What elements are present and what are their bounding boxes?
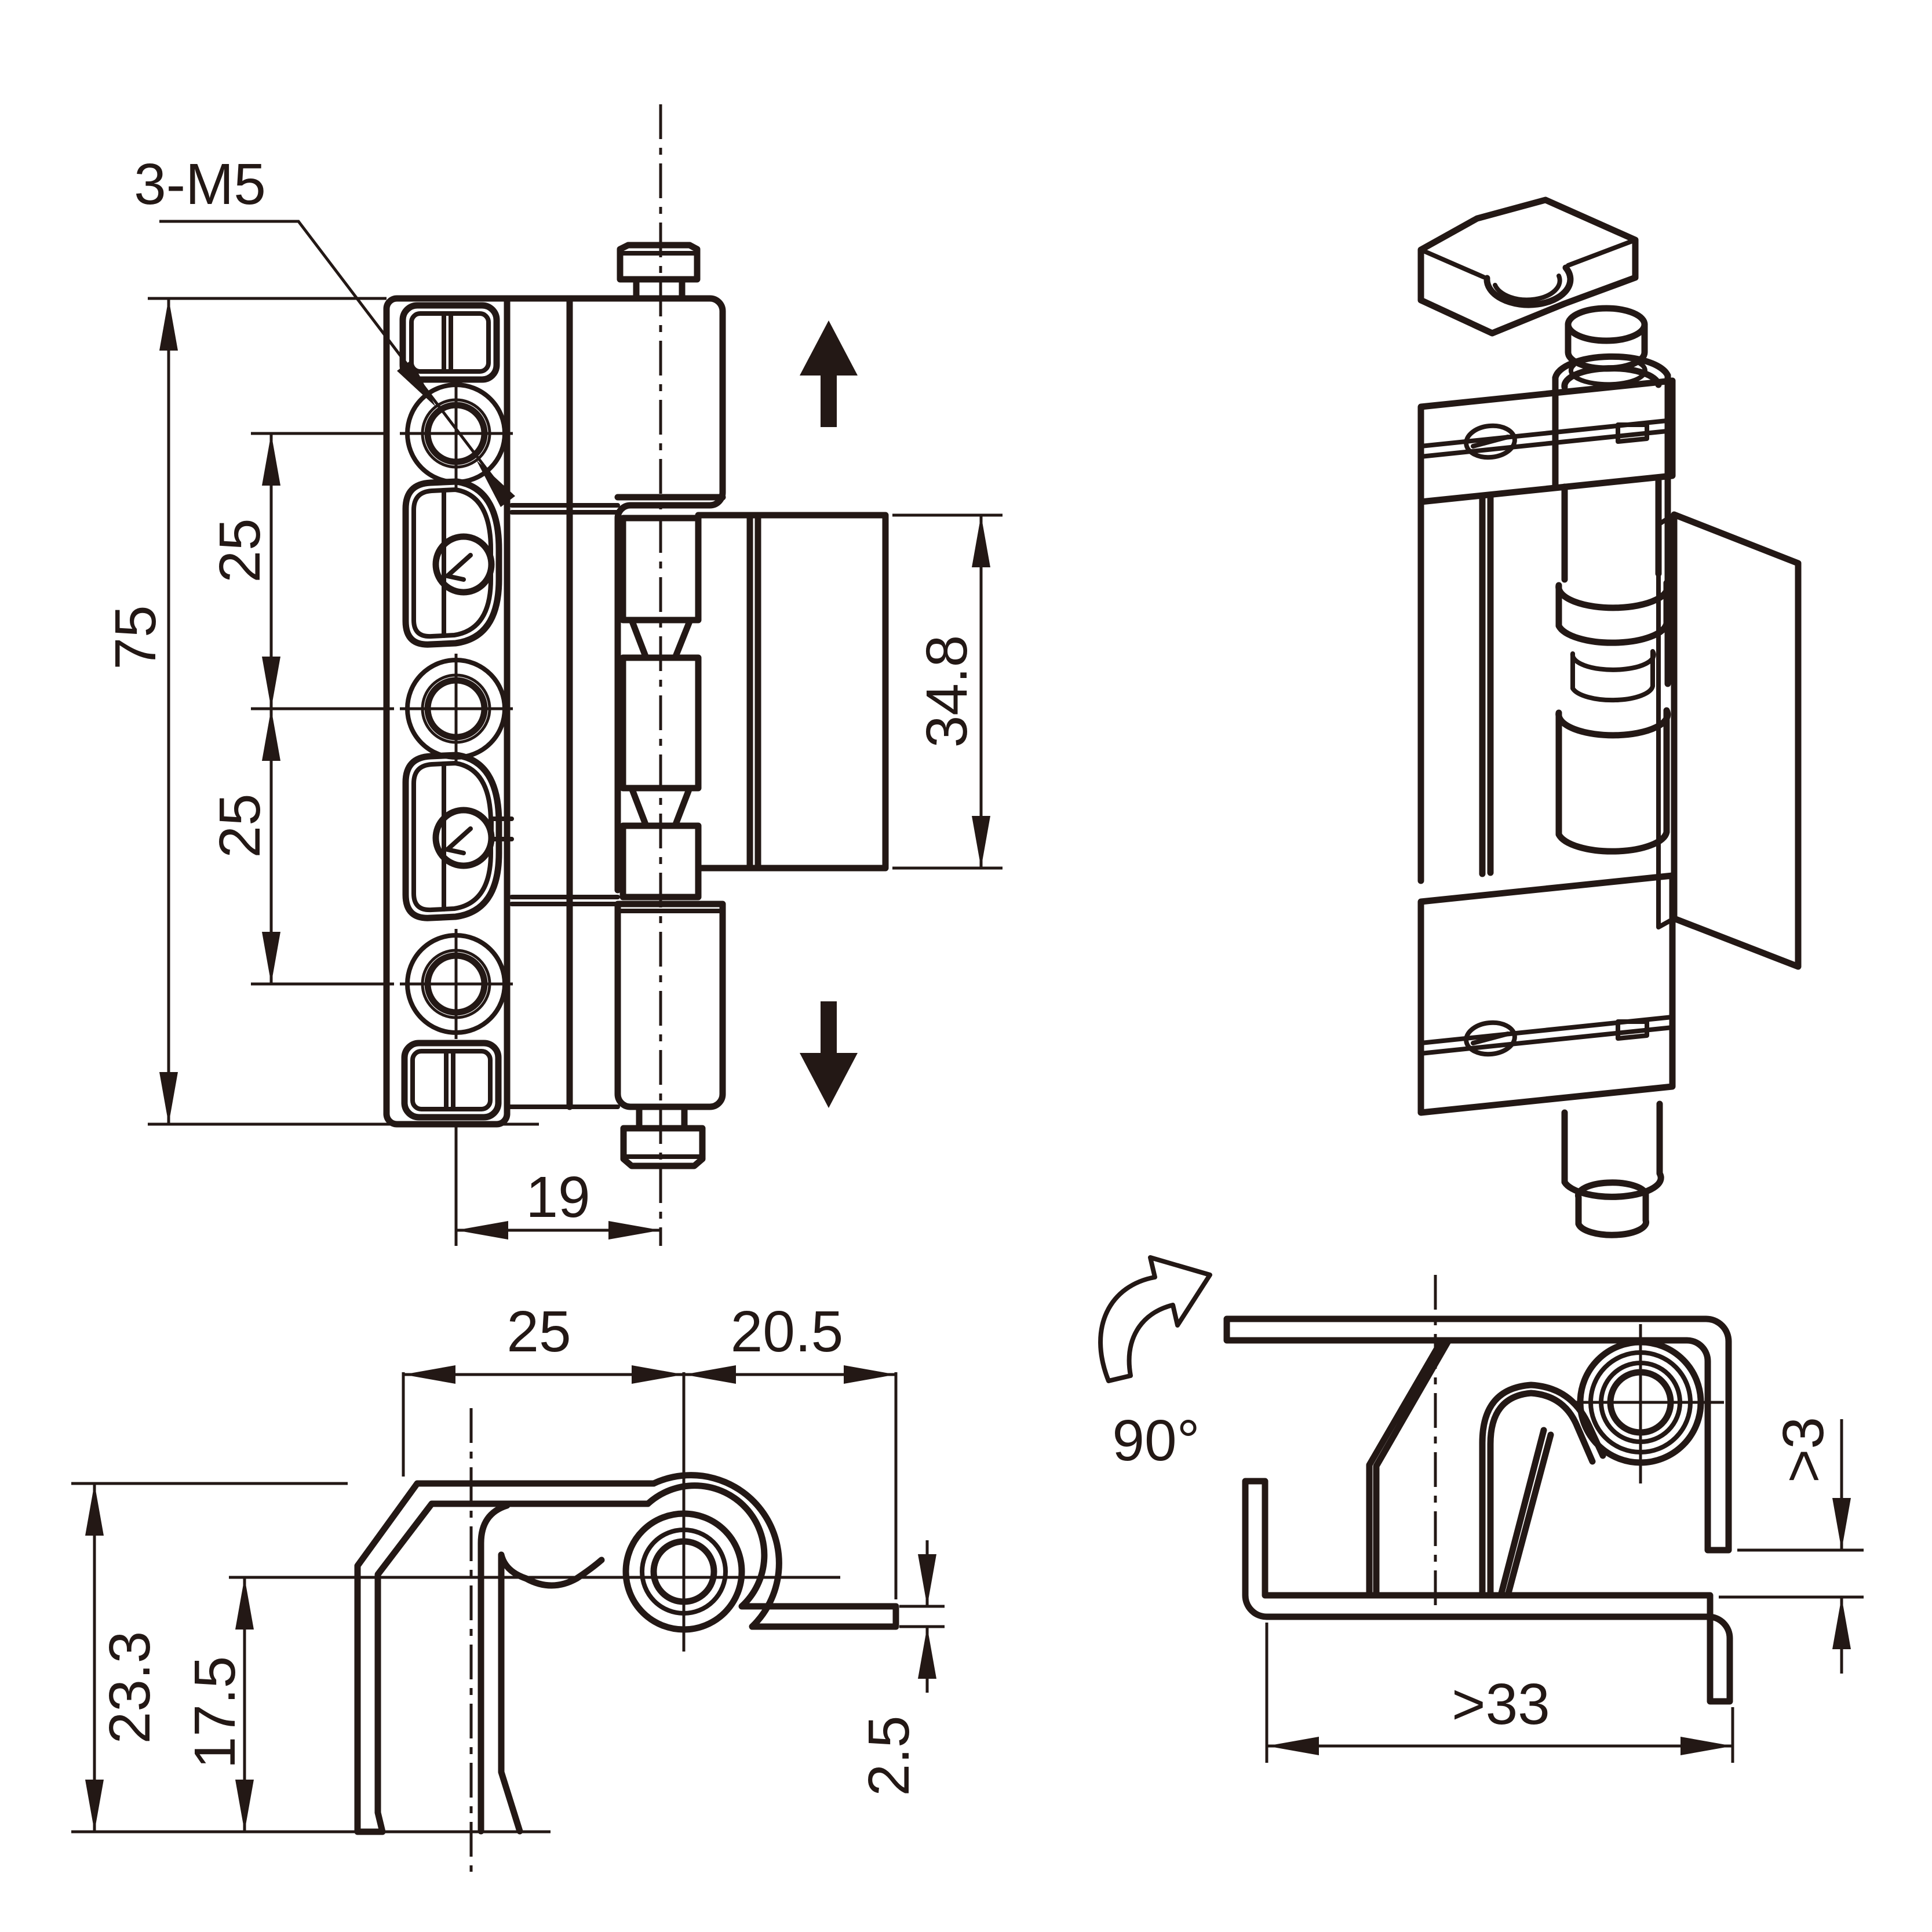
open-pin-hole <box>1607 1369 1674 1436</box>
iso-door-flange-fold <box>1656 512 1676 929</box>
isometric-view <box>1417 196 1802 1238</box>
dim-34-8-label: 34.8 <box>914 635 979 748</box>
iso-washer-3 <box>1555 707 1671 855</box>
dim-door-plate-height: 34.8 <box>892 513 1003 870</box>
iso-c-bracket-notch-inner <box>1493 274 1562 302</box>
hole2-centerline <box>400 654 513 764</box>
square-slot-bottom <box>401 1040 502 1121</box>
iso-upper-clamp-screw-slot <box>1471 435 1510 449</box>
bottom-screw-head <box>620 1125 706 1169</box>
door-plate <box>695 512 889 872</box>
iso-c-bracket-notch <box>1483 264 1574 308</box>
thread-callout-label: 3-M5 <box>134 152 266 217</box>
open-slant-leg <box>1497 1427 1554 1599</box>
iso-bottom-knuckle <box>1561 1100 1664 1200</box>
door-plate-edge <box>746 512 761 872</box>
thread-callout-leader <box>159 220 510 500</box>
rotation-arrow-icon <box>1098 1255 1212 1383</box>
d-slot-lower <box>402 752 502 921</box>
top-screw-head <box>617 242 701 283</box>
iso-upper-clamp <box>1417 377 1676 505</box>
web-edges <box>504 295 573 1117</box>
thread-callout: 3-M5 <box>134 152 515 507</box>
bottom-knuckle <box>614 901 726 1110</box>
dim-gt3-label: >3 <box>1771 1417 1836 1483</box>
open-tongue-diagonal <box>1366 1337 1452 1599</box>
dim-overall-height: 75 <box>103 297 539 1126</box>
dim-23-3-label: 23.3 <box>97 1631 162 1744</box>
washer-box2 <box>619 654 702 792</box>
iso-c-bracket-edges <box>1419 238 1638 336</box>
side-coil-inner <box>640 1528 728 1616</box>
side-coil-wrap-and-tab <box>644 1472 899 1630</box>
iso-lower-clamp-screw <box>1464 1020 1517 1057</box>
dim-tab-thickness: 2.5 <box>856 1540 945 1796</box>
hole1-centerline <box>400 378 513 489</box>
dim-side-depth-outer: 23.3 <box>71 1482 551 1833</box>
washer-taper1 <box>628 617 694 661</box>
dim-min-gap: >3 <box>1719 1417 1864 1674</box>
door-slide-up-arrow <box>800 320 858 427</box>
front-view: 75 25 25 3-M5 34.8 19 <box>103 104 1003 1246</box>
dim-side-widths: 25 20.5 <box>402 1299 898 1599</box>
door-slide-down-arrow <box>800 1001 858 1108</box>
dim-pin-offset: 19 <box>456 1165 661 1240</box>
iso-pin-tip <box>1574 1179 1650 1238</box>
side-middle-leg <box>477 1502 605 1835</box>
iso-upper-clamp-gap <box>1616 422 1649 444</box>
iso-rails <box>1417 491 1494 884</box>
dim-25-lower-label: 25 <box>207 793 272 858</box>
dim-min-clearance: >33 <box>1265 1623 1734 1763</box>
body-silhouette <box>383 295 726 1117</box>
open-frame-channel <box>1242 1478 1733 1705</box>
iso-lower-clamp-screw-slot <box>1471 1031 1510 1045</box>
iso-washer-2 <box>1570 649 1656 703</box>
open-coil-outer <box>1577 1339 1704 1466</box>
dim-gt33-label: >33 <box>1452 1672 1550 1737</box>
web-step-lower <box>509 895 620 906</box>
iso-pin-cap-top <box>1565 305 1648 344</box>
washer-box3 <box>619 822 702 901</box>
dim-side-25-label: 25 <box>506 1299 571 1364</box>
dim-2-5-label: 2.5 <box>856 1715 921 1796</box>
iso-pin-middle <box>1561 477 1662 583</box>
open-coil-ring2 <box>1588 1350 1693 1455</box>
side-pin-hole <box>650 1538 717 1605</box>
mounting-hole-3 <box>405 933 507 1035</box>
iso-upper-clamp-screw <box>1464 423 1517 460</box>
open-door-flange <box>1223 1315 1732 1554</box>
hole3-centerline <box>400 929 513 1246</box>
iso-lower-clamp-gap <box>1616 1019 1649 1041</box>
d-slot-upper <box>402 478 502 648</box>
dim-25-upper-label: 25 <box>207 518 272 582</box>
iso-door-flange <box>1671 511 1802 970</box>
dim-hole-pitch: 25 25 <box>207 432 394 986</box>
square-slot-top <box>399 302 500 383</box>
washer-box1 <box>619 515 702 624</box>
open-coil-ring3 <box>1599 1361 1682 1444</box>
open-angle-label: 90° <box>1112 1408 1200 1473</box>
iso-knuckle-rim <box>1552 353 1671 391</box>
web-steps <box>505 503 620 1109</box>
dim-side-20-5-label: 20.5 <box>731 1299 844 1364</box>
dim-17-5-label: 17.5 <box>183 1656 247 1769</box>
dim-side-depth-inner: 17.5 <box>183 1577 254 1832</box>
iso-lower-clamp <box>1417 872 1676 1116</box>
dim-75-label: 75 <box>103 605 168 669</box>
open-90-view: 90° >3 >33 <box>1098 1255 1864 1763</box>
iso-washer-1 <box>1555 579 1671 646</box>
side-section-view: 25 20.5 23.3 17.5 2.5 <box>71 1299 945 1872</box>
side-coil-outer <box>622 1510 745 1633</box>
dim-19-label: 19 <box>526 1165 590 1230</box>
